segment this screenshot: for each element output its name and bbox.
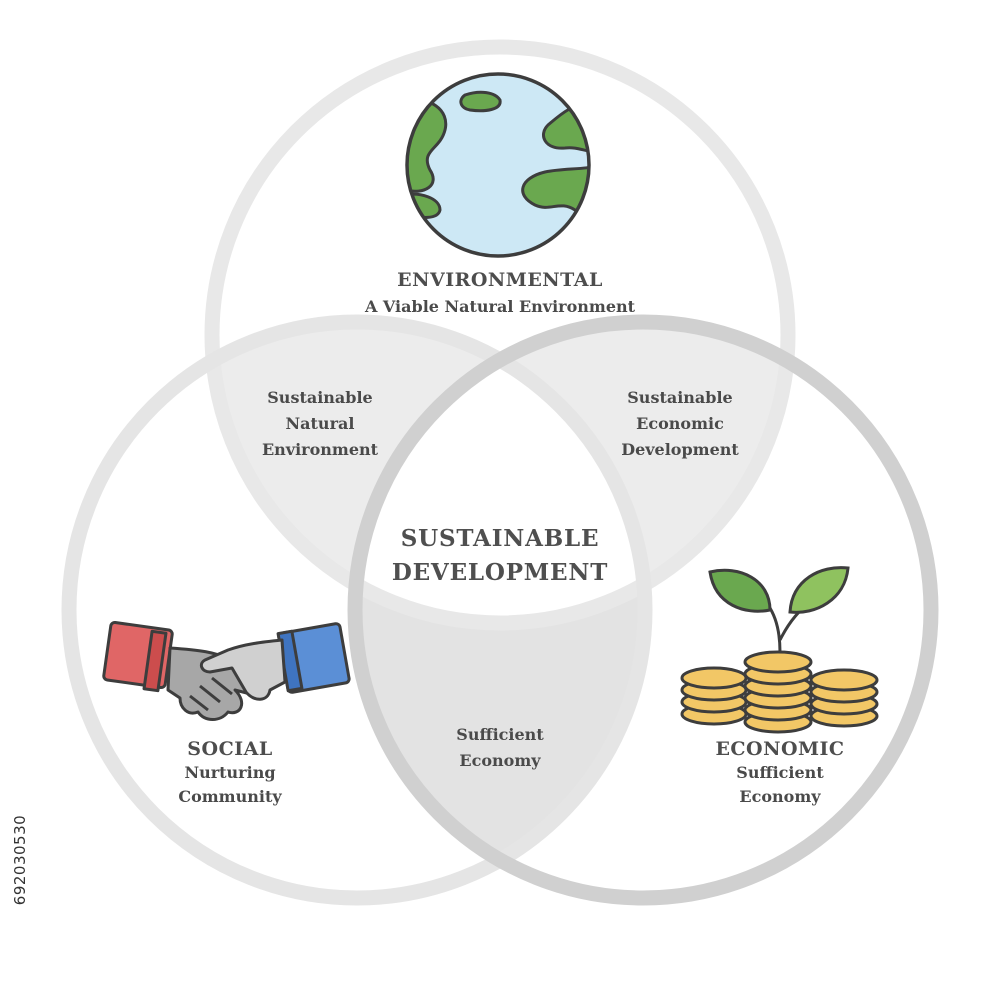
overlap-env-econ-line3: Development (621, 440, 739, 459)
overlap-social-econ-label: Sufficient Economy (415, 722, 585, 774)
social-line1: Nurturing (184, 763, 276, 782)
economic-label: ECONOMIC Sufficient Economy (690, 738, 870, 810)
overlap-env-social-line1: Sustainable (267, 388, 373, 407)
environmental-ring (204, 39, 796, 631)
economic-line1: Sufficient (736, 763, 824, 782)
overlap-env-social-line3: Environment (261, 440, 379, 459)
stock-id-text: 692030530 (11, 814, 29, 906)
environmental-title: ENVIRONMENTAL (397, 269, 603, 291)
social-line2: Community (178, 787, 282, 806)
overlap-env-econ-line1: Sustainable (627, 388, 733, 407)
coin-stack-sprout-icon (680, 566, 879, 734)
handshake-icon (102, 620, 351, 721)
social-label: SOCIAL Nurturing Community (140, 738, 320, 810)
overlap-env-social-line2: Natural (285, 414, 355, 433)
overlap-social-econ-line1: Sufficient (456, 725, 544, 744)
overlap-env-social-label: Sustainable Natural Environment (235, 385, 405, 463)
environmental-subtitle: A Viable Natural Environment (364, 297, 636, 316)
center-line1: SUSTAINABLE (400, 525, 600, 552)
social-title: SOCIAL (187, 738, 273, 760)
overlap-social-econ-line2: Economy (459, 751, 541, 770)
overlap-env-econ-line2: Economic (636, 414, 724, 433)
globe-icon (405, 72, 591, 258)
economic-ring (347, 314, 939, 906)
center-label: SUSTAINABLE DEVELOPMENT (370, 522, 630, 590)
stock-id-vertical: 692030530 (6, 760, 34, 960)
economic-title: ECONOMIC (715, 738, 845, 760)
economic-line2: Economy (739, 787, 821, 806)
center-line2: DEVELOPMENT (391, 559, 609, 586)
overlap-env-econ-label: Sustainable Economic Development (595, 385, 765, 463)
social-ring (61, 314, 653, 906)
